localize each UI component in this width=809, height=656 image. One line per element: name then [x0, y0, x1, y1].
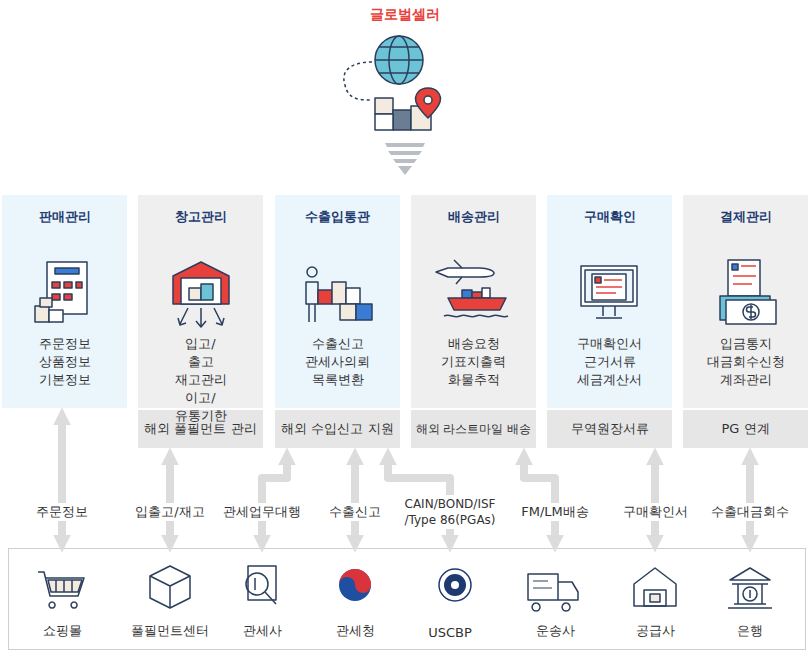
ship-plane-icon [436, 260, 508, 317]
entity-name: 관세사 [243, 622, 282, 640]
partner-entity: 쇼핑몰 [12, 552, 112, 646]
purchase-confirm-icon [581, 266, 637, 318]
panel-body: 입고/출고 재고관리 이고/유통기한 [175, 335, 227, 425]
panel-heading: 배송관리 [411, 209, 536, 226]
feature-band: PG 연계 [683, 408, 808, 448]
module-panel: 수출입통관수출신고 관세사의뢰 목록변환해외 수입신고 지원 [275, 195, 400, 448]
partner-entity: 공급사 [605, 552, 705, 646]
entity-name: 관세청 [336, 622, 375, 640]
entity-name: 운송사 [536, 622, 575, 640]
feature-band: 해외 라스트마일 배송 [411, 408, 536, 448]
panel-heading: 구매확인 [547, 209, 672, 226]
entity-name: USCBP [428, 625, 472, 640]
edge-label: 입출고/재고 [132, 503, 207, 521]
module-panel: 창고관리입고/출고 재고관리 이고/유통기한해외 풀필먼트 관리 [138, 195, 263, 448]
feature-band: 무역원장서류 [547, 408, 672, 448]
band-text: 해외 수입신고 지원 [281, 420, 393, 438]
entity-name: 공급사 [636, 622, 675, 640]
band-text: PG 연계 [721, 420, 769, 438]
entity-name: 풀필먼트센터 [131, 622, 209, 640]
double-arrow [351, 465, 359, 535]
edge-label: 주문정보 [33, 503, 91, 521]
entity-frame [9, 549, 806, 650]
panel-heading: 창고관리 [138, 209, 263, 226]
panel-body: 구매확인서 근거서류 세금계산서 [577, 335, 642, 389]
partner-entity: 은행 [700, 552, 800, 646]
diagram-title: 글로벌셀러 [0, 6, 809, 24]
entity-name: 은행 [737, 622, 763, 640]
feature-band: 해외 수입신고 지원 [275, 408, 400, 448]
sales-icon [35, 262, 87, 322]
panel-body: 수출신고 관세사의뢰 목록변환 [305, 335, 370, 389]
warehouse-icon [173, 262, 229, 327]
entity-name: 쇼핑몰 [43, 622, 82, 640]
double-arrow [166, 465, 174, 535]
panel-body: 배송요청 기표지출력 화물추적 [441, 335, 506, 389]
module-panel: 배송관리배송요청 기표지출력 화물추적해외 라스트마일 배송 [411, 195, 536, 448]
panel-body: 주문정보 상품정보 기본정보 [39, 335, 91, 389]
edge-label: 수출대금회수 [708, 503, 792, 521]
partner-entity: 풀필먼트센터 [120, 552, 220, 646]
edge-label: CAIN/BOND/ISF /Type 86(PGAs) [388, 495, 512, 529]
partner-entity: USCBP [400, 552, 500, 646]
edge-label: 관세업무대행 [220, 503, 304, 521]
double-arrow [524, 465, 555, 535]
edge-label: 구매확인서 [620, 503, 691, 521]
band-text: 해외 라스트마일 배송 [416, 422, 531, 437]
double-arrow [262, 465, 287, 535]
edge-label: FM/LM배송 [518, 503, 592, 521]
double-arrow [651, 465, 659, 535]
panel-heading: 결제관리 [683, 209, 808, 226]
module-panel: 판매관리주문정보 상품정보 기본정보 [2, 195, 127, 408]
payment-icon [720, 260, 776, 324]
band-text: 해외 풀필먼트 관리 [144, 420, 256, 438]
partner-entity: 관세청 [305, 552, 405, 646]
double-arrow [746, 465, 754, 535]
globe-seller-icon [344, 36, 441, 175]
module-panel: 구매확인구매확인서 근거서류 세금계산서무역원장서류 [547, 195, 672, 448]
band-text: 무역원장서류 [571, 420, 649, 438]
partner-entity: 관세사 [212, 552, 312, 646]
module-panel: 결제관리입금통지 대금회수신청 계좌관리 PG 연계 [683, 195, 808, 448]
panel-body: 입금통지 대금회수신청 계좌관리 [707, 335, 785, 389]
panel-heading: 수출입통관 [275, 209, 400, 226]
entity-icons [38, 566, 772, 611]
panel-heading: 판매관리 [2, 209, 127, 226]
partner-entity: 운송사 [505, 552, 605, 646]
customs-icon [306, 267, 372, 322]
edge-label: 수출신고 [326, 503, 384, 521]
